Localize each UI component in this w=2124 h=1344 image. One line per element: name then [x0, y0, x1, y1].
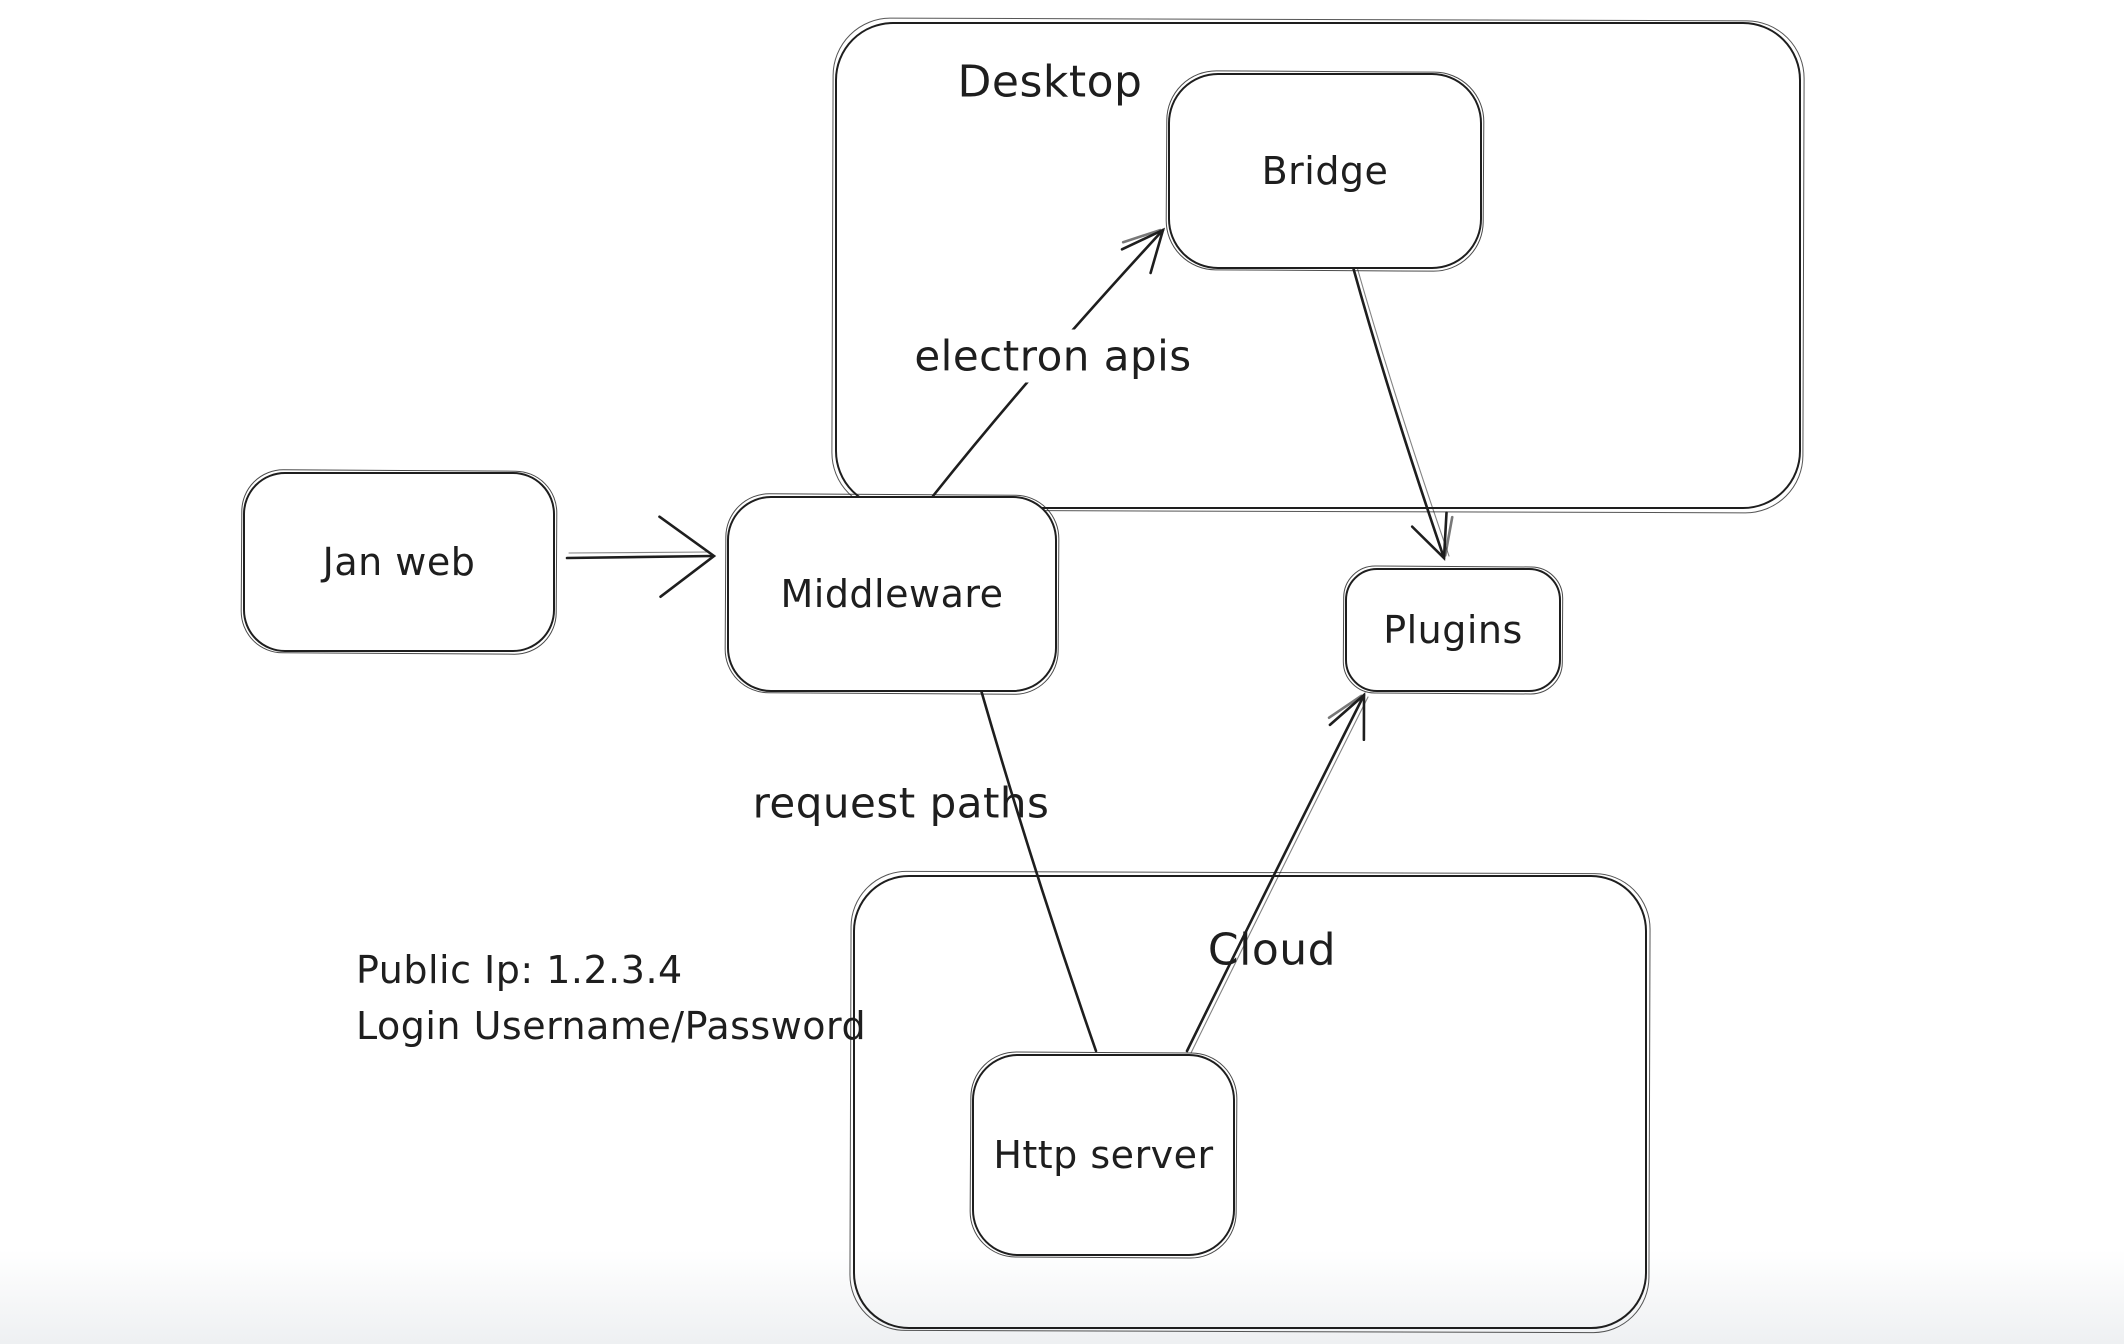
- edge-middleware-to-http-server[interactable]: [979, 688, 1098, 1053]
- node-jan-web[interactable]: Jan web: [243, 472, 555, 652]
- desktop-container-label[interactable]: Desktop: [957, 56, 1143, 108]
- node-middleware[interactable]: Middleware: [727, 496, 1057, 692]
- edge-http-server-to-plugins[interactable]: [1185, 692, 1366, 1053]
- credentials-note[interactable]: Public Ip: 1.2.3.4 Login Username/Passwo…: [356, 942, 866, 1054]
- node-plugins[interactable]: Plugins: [1345, 568, 1561, 692]
- node-bridge[interactable]: Bridge: [1168, 73, 1482, 269]
- credentials-note-line1: Public Ip: 1.2.3.4: [356, 948, 683, 992]
- container-desktop[interactable]: [835, 22, 1801, 509]
- node-http-server[interactable]: Http server: [972, 1054, 1235, 1256]
- credentials-note-line2: Login Username/Password: [356, 1004, 867, 1049]
- node-plugins-label: Plugins: [1383, 608, 1523, 652]
- electron-apis-edge-label[interactable]: electron apis: [904, 329, 1202, 383]
- node-http-server-label: Http server: [993, 1133, 1214, 1177]
- node-bridge-label: Bridge: [1261, 149, 1389, 193]
- node-jan-web-label: Jan web: [322, 540, 476, 584]
- node-middleware-label: Middleware: [780, 572, 1004, 616]
- container-cloud[interactable]: [853, 875, 1647, 1329]
- edge-jan-web-to-middleware[interactable]: [565, 515, 717, 599]
- cloud-container-label[interactable]: Cloud: [1207, 924, 1337, 976]
- edge-bridge-to-plugins[interactable]: [1351, 265, 1454, 561]
- request-paths-edge-label[interactable]: request paths: [752, 778, 1050, 828]
